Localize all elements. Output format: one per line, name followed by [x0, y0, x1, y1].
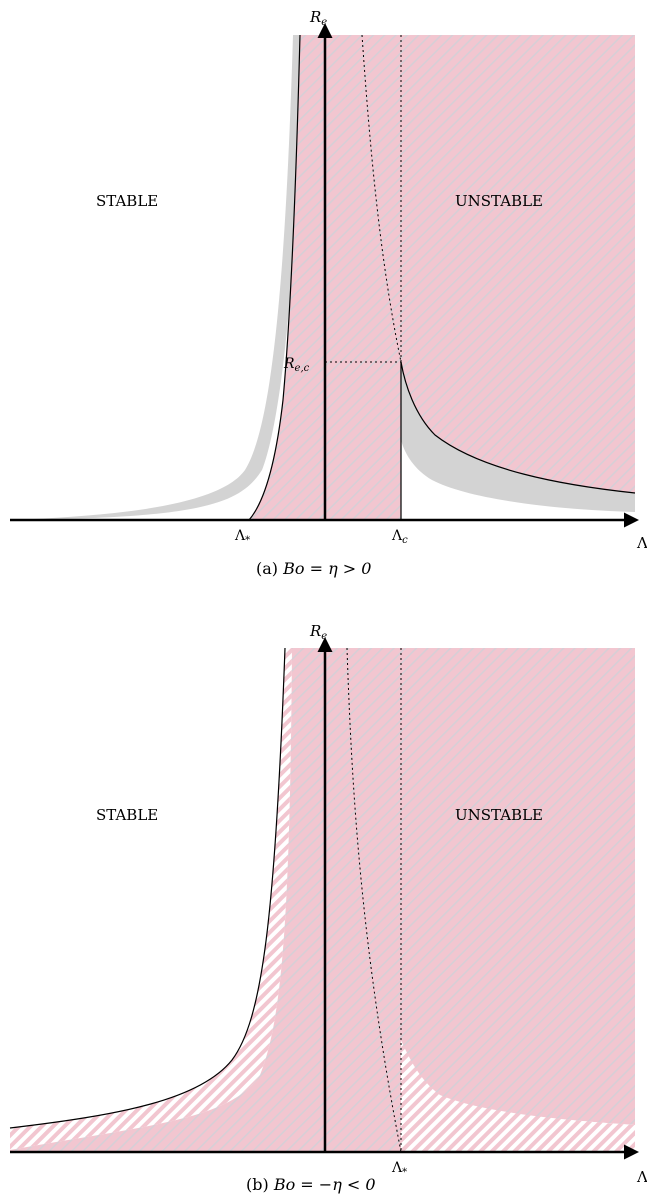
panel-b-caption: (b) Bo = −η < 0: [246, 1175, 376, 1194]
panel-b-unstable-label: UNSTABLE: [455, 806, 543, 824]
panel-b-dotted-curve: [346, 647, 402, 1153]
panel-a-gray-band-left: [10, 35, 300, 520]
panel-a-lambda-c-label: Λc: [391, 528, 408, 546]
panel-b-lambda-star-label: Λ*: [391, 1160, 407, 1178]
panel-a-gray-band-right: [401, 362, 635, 512]
panel-a: Re Λ STABLE UNSTABLE Re,c Λ* Λc (a) Bo =…: [10, 8, 647, 578]
panel-b-x-axis-label: Λ: [636, 1168, 647, 1186]
panel-a-unstable-label: UNSTABLE: [455, 192, 543, 210]
panel-b-hatched-band-left: [10, 648, 292, 1150]
panel-b-unstable-region: [10, 648, 635, 1152]
panel-a-lambda-star-label: Λ*: [234, 528, 250, 546]
panel-a-rec-label: Re,c: [283, 356, 310, 374]
panel-b-hatched-band-right: [401, 1040, 635, 1152]
panel-a-y-axis-label: Re: [309, 8, 327, 28]
panel-b: Re Λ STABLE UNSTABLE Λ* (b) Bo = −η < 0: [9, 622, 647, 1194]
panel-a-left-curve: [248, 34, 301, 521]
panel-a-x-axis-label: Λ: [636, 534, 647, 552]
panel-a-caption: (a) Bo = η > 0: [256, 559, 371, 578]
panel-b-stable-label: STABLE: [96, 806, 158, 824]
panel-b-left-curve: [9, 647, 286, 1129]
panel-a-stable-label: STABLE: [96, 192, 158, 210]
panel-b-y-axis-label: Re: [309, 622, 327, 642]
panel-a-unstable-region: [249, 35, 635, 520]
panel-a-right-curve: [400, 361, 636, 494]
